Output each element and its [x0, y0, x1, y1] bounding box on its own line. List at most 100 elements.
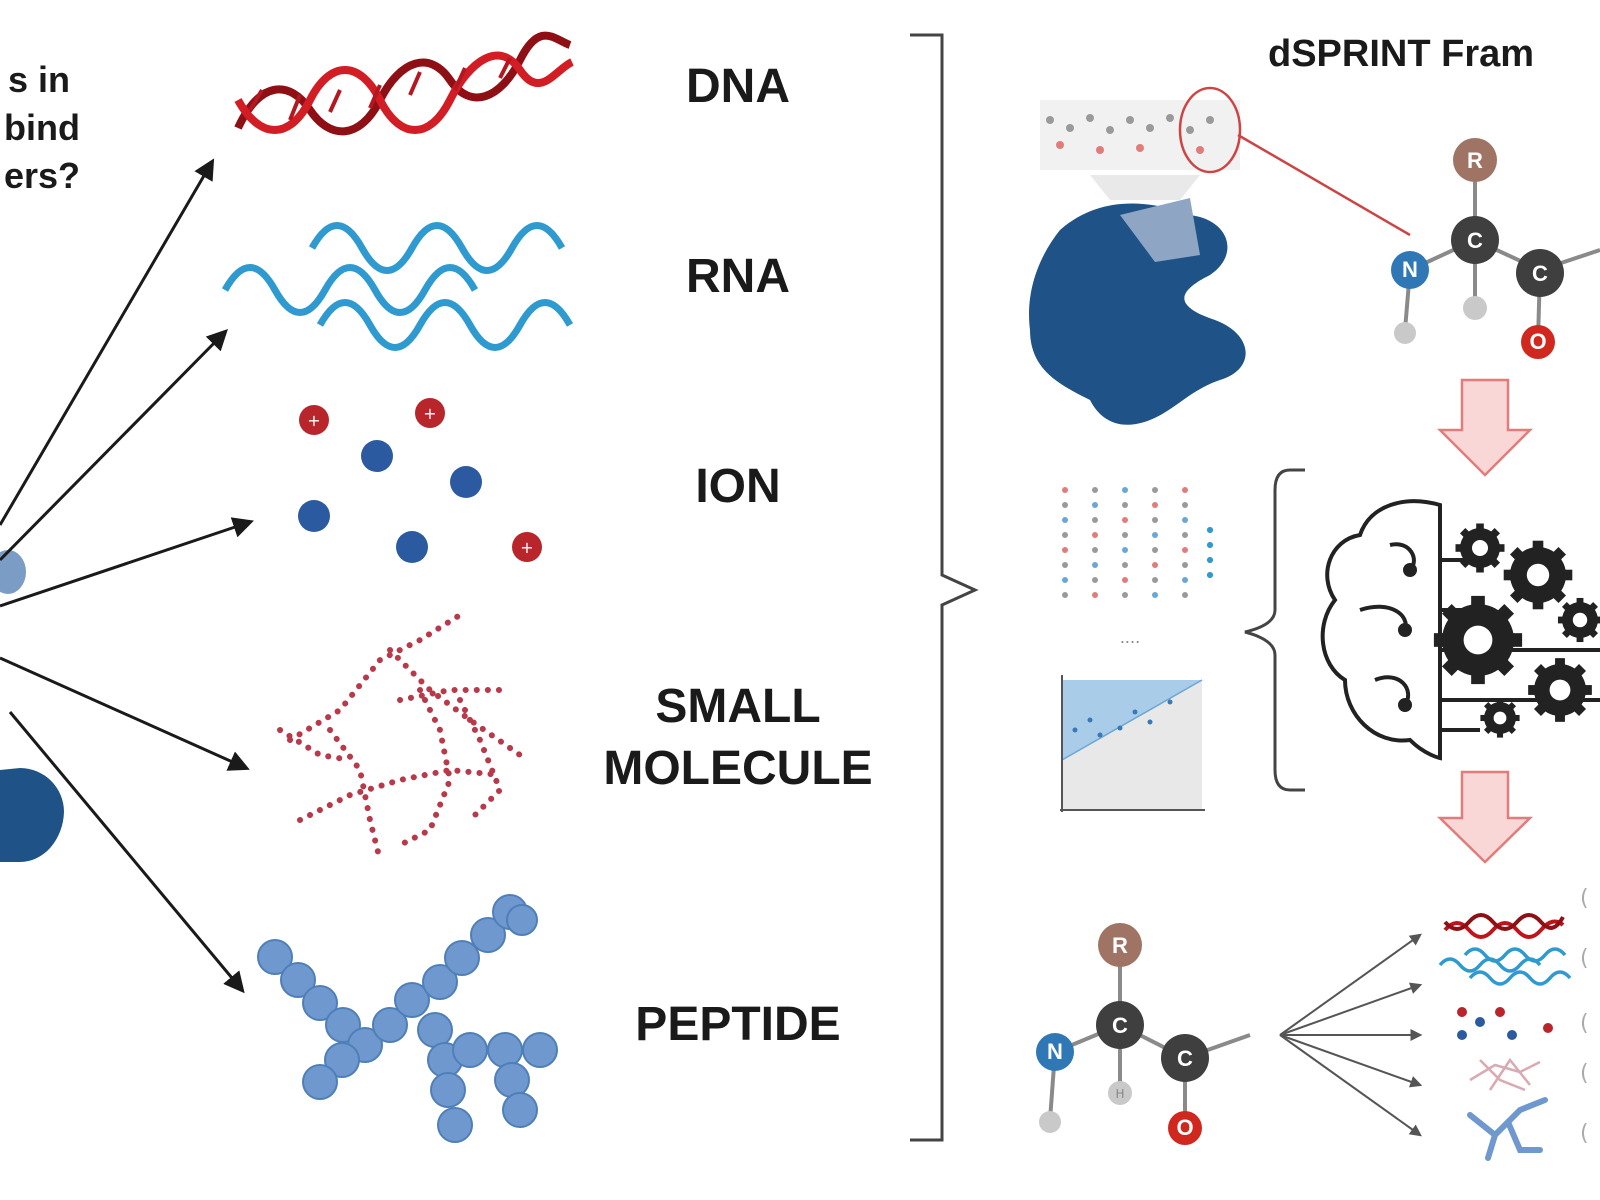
feature-dot [1092, 502, 1098, 508]
label-rna: RNA [686, 250, 790, 303]
feature-dot [1092, 517, 1098, 523]
feature-dot [1092, 547, 1098, 553]
feature-dot [1122, 562, 1128, 568]
feature-dot [1182, 532, 1188, 538]
mini-peptide-icon [1467, 1097, 1548, 1161]
arrow-to-peptide [8, 711, 245, 994]
svg-text:R: R [1467, 148, 1483, 173]
ellipsis: .... [1120, 628, 1140, 647]
amino-acid-top-icon [1403, 165, 1600, 341]
gear-icon [1455, 523, 1505, 573]
feature-dot [1092, 532, 1098, 538]
feature-dot [1062, 532, 1068, 538]
framework-title: dSPRINT Fram [1268, 33, 1534, 75]
mini-small-molecule-icon [1469, 1057, 1541, 1092]
feature-dot [1122, 547, 1128, 553]
arrow-to-dna [0, 158, 215, 526]
feature-dot [1152, 547, 1158, 553]
right-bracket [910, 33, 979, 1142]
gear-icon [1503, 540, 1573, 610]
feature-dot [1182, 547, 1188, 553]
feature-dot [1207, 542, 1213, 548]
feature-matrix-icon [1062, 487, 1213, 598]
label-small-molecule-1: SMALL [655, 680, 820, 733]
feature-dot [1182, 562, 1188, 568]
feature-dot [1152, 532, 1158, 538]
label-ion: ION [695, 460, 780, 513]
svg-text:+: + [423, 404, 436, 423]
amino-acid-bottom-atoms: R C C N H O [1036, 923, 1209, 1145]
gear-icon [1480, 698, 1520, 738]
gear-icon [1528, 658, 1592, 722]
feature-dot [1122, 487, 1128, 493]
feature-dot [1207, 572, 1213, 578]
feature-dot [1122, 592, 1128, 598]
svg-text:C: C [1112, 1013, 1128, 1038]
svg-text:(: ( [1580, 1011, 1589, 1036]
svg-text:O: O [1529, 329, 1546, 354]
feature-dot [1062, 517, 1068, 523]
feature-dot [1092, 487, 1098, 493]
svg-text:H: H [1115, 1087, 1124, 1101]
protein-fragment-small [0, 550, 26, 594]
feature-dot [1062, 577, 1068, 583]
svg-text:O: O [1176, 1115, 1193, 1140]
feature-dot [1182, 502, 1188, 508]
mini-result-brackets: ( ( ( ( ( [1580, 886, 1589, 1146]
feature-dot [1182, 487, 1188, 493]
feature-dot [1092, 592, 1098, 598]
feature-dot [1152, 517, 1158, 523]
feature-dot [1122, 532, 1128, 538]
gear-icon [1433, 595, 1523, 685]
feature-dot [1062, 502, 1068, 508]
peptide-icon [257, 894, 558, 1143]
svg-text:(: ( [1580, 886, 1589, 911]
mini-rna-icon [1438, 947, 1572, 986]
feature-dot [1092, 562, 1098, 568]
feature-dot [1122, 517, 1128, 523]
svg-text:(: ( [1580, 1061, 1589, 1086]
arrow-to-ion [0, 517, 254, 608]
dna-helix-icon [234, 31, 574, 136]
feature-dot [1182, 517, 1188, 523]
feature-dot [1122, 577, 1128, 583]
svg-text:+: + [307, 411, 320, 430]
feature-dot [1152, 592, 1158, 598]
svg-text:C: C [1467, 228, 1483, 253]
question-line-3: ers? [4, 155, 80, 196]
svg-text:N: N [1047, 1039, 1063, 1064]
amino-acid-top-atoms: R C C N O [1391, 138, 1564, 359]
gear-icons [1433, 523, 1600, 738]
rna-strands-icon [221, 222, 574, 351]
feature-dot [1092, 577, 1098, 583]
arrow-to-rna [0, 329, 228, 562]
feature-dot [1182, 592, 1188, 598]
svg-text:(: ( [1580, 946, 1589, 971]
svg-text:(: ( [1580, 1121, 1589, 1146]
feature-dot [1062, 592, 1068, 598]
gear-icon [1557, 597, 1600, 643]
feature-dot [1122, 502, 1128, 508]
question-text: s in bind ers? [4, 59, 80, 196]
question-line-2: bind [4, 107, 80, 148]
down-arrow-2 [1436, 770, 1534, 864]
feature-dot [1152, 562, 1158, 568]
question-line-1: s in [8, 59, 70, 100]
mini-dna-icon [1443, 913, 1565, 939]
left-protein-fragments [0, 550, 64, 862]
mini-ion-icon [1457, 1007, 1553, 1040]
small-chart-icon [1060, 675, 1205, 812]
curly-brace [1244, 468, 1305, 792]
brain-gears-icon [1320, 499, 1600, 761]
protein-structure-icon [1029, 198, 1246, 425]
feature-dot [1062, 547, 1068, 553]
prediction-arrows [1279, 933, 1423, 1137]
small-molecule-icon [277, 612, 523, 863]
feature-dot [1062, 562, 1068, 568]
feature-dot [1182, 577, 1188, 583]
amino-acid-bottom-icon [1048, 945, 1251, 1125]
label-small-molecule-2: MOLECULE [603, 742, 872, 795]
feature-dot [1062, 487, 1068, 493]
feature-dot [1152, 487, 1158, 493]
